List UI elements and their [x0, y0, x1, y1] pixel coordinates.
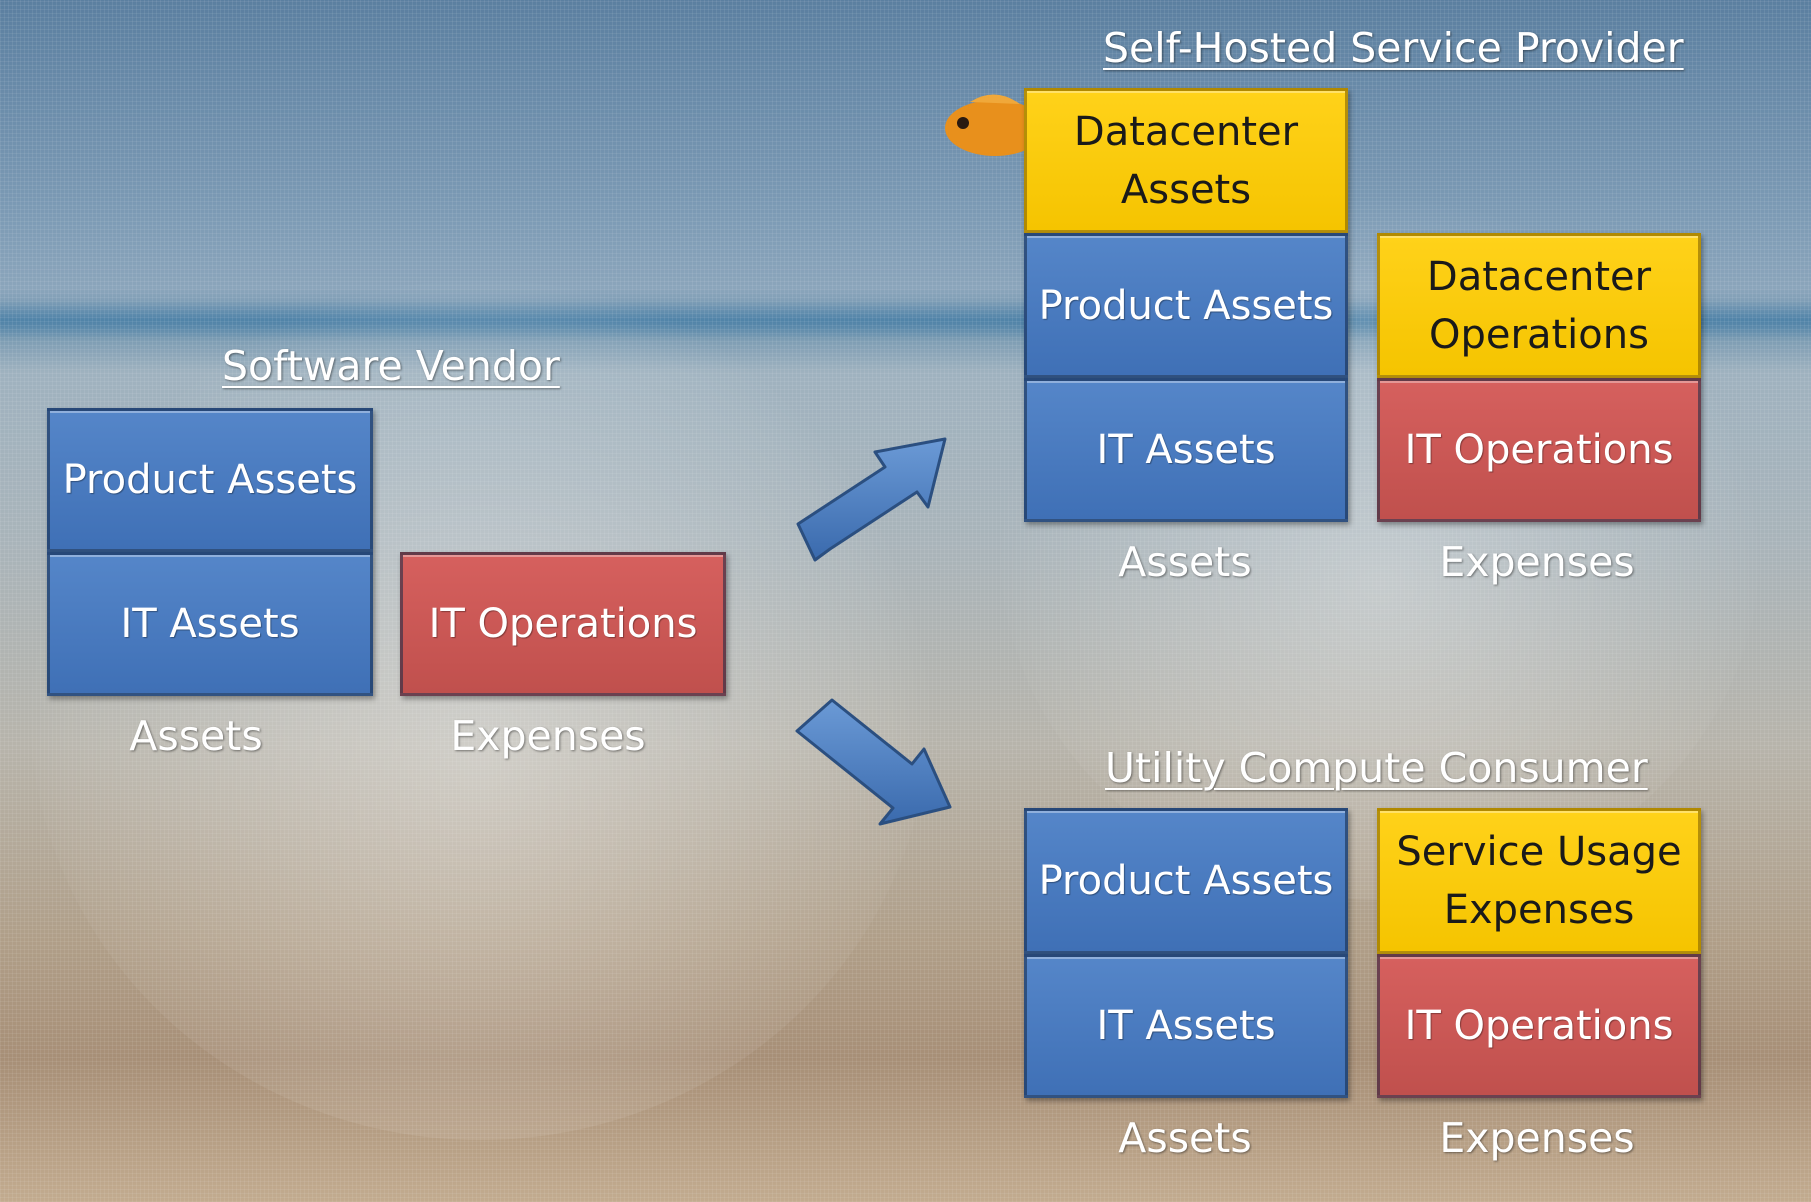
vendor-assets-label: Assets	[129, 712, 263, 760]
utility-expenses-label: Expenses	[1439, 1114, 1635, 1162]
arrow-up-right	[796, 437, 947, 562]
utility-it-assets-box: IT Assets	[1024, 954, 1348, 1098]
utility-service-usage-box: Service Usage Expenses	[1377, 808, 1701, 954]
self-hosted-it-operations-box: IT Operations	[1377, 378, 1701, 522]
utility-compute-heading: Utility Compute Consumer	[1105, 744, 1648, 792]
utility-it-operations-box: IT Operations	[1377, 954, 1701, 1098]
utility-assets-label: Assets	[1118, 1114, 1252, 1162]
self-hosted-datacenter-assets-box: Datacenter Assets	[1024, 88, 1348, 233]
self-hosted-assets-label: Assets	[1118, 538, 1252, 586]
vendor-expenses-label: Expenses	[450, 712, 646, 760]
self-hosted-heading: Self-Hosted Service Provider	[1103, 24, 1684, 72]
vendor-it-operations-box: IT Operations	[400, 552, 726, 696]
vendor-it-assets-box: IT Assets	[47, 552, 373, 696]
self-hosted-it-assets-box: IT Assets	[1024, 378, 1348, 522]
self-hosted-product-assets-box: Product Assets	[1024, 233, 1348, 378]
utility-product-assets-box: Product Assets	[1024, 808, 1348, 954]
self-hosted-expenses-label: Expenses	[1439, 538, 1635, 586]
vendor-product-assets-box: Product Assets	[47, 408, 373, 552]
self-hosted-datacenter-operations-box: Datacenter Operations	[1377, 233, 1701, 378]
software-vendor-heading: Software Vendor	[222, 342, 560, 390]
arrow-down-right	[795, 698, 952, 826]
